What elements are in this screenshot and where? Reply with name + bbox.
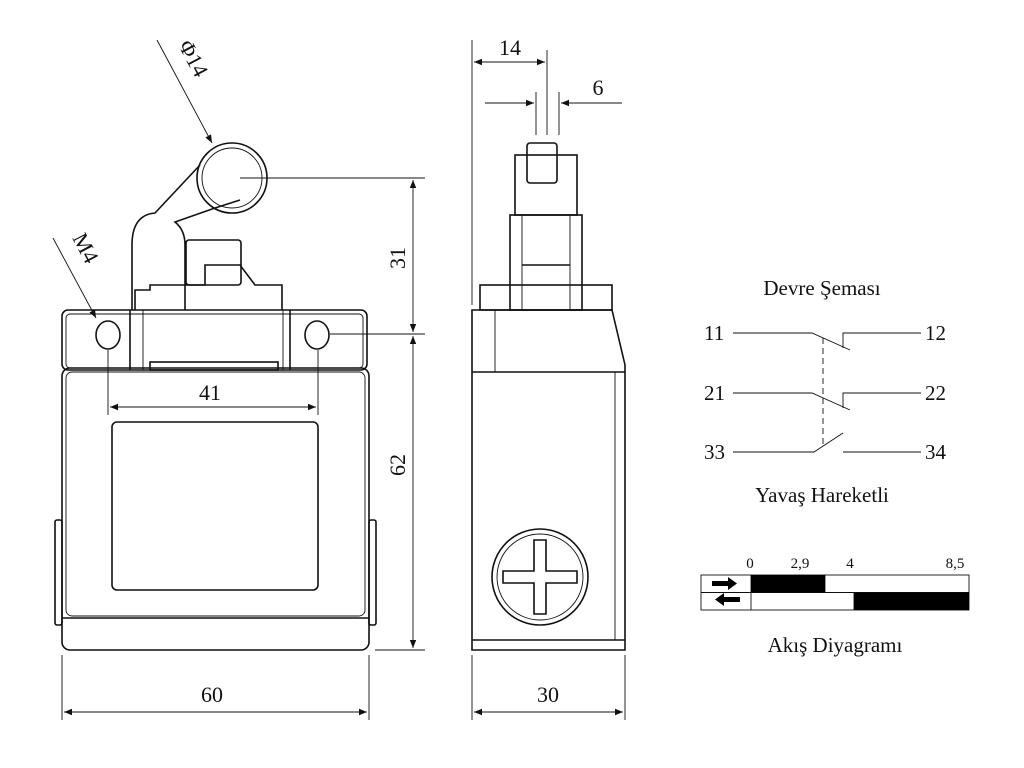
side-head bbox=[479, 284, 613, 311]
screw-cross-icon bbox=[502, 539, 578, 615]
cable-gland bbox=[491, 528, 589, 626]
dim-depth: 30 bbox=[537, 682, 559, 707]
dim-roller-width: 6 bbox=[593, 75, 604, 100]
nc-contact-2 bbox=[733, 392, 921, 411]
side-view: 14 6 30 bbox=[471, 35, 626, 720]
flow-title: Akış Diyagramı bbox=[768, 633, 903, 657]
nc-contact-1 bbox=[733, 332, 921, 351]
side-stem bbox=[509, 214, 583, 311]
return-closed-bar bbox=[853, 592, 969, 610]
dim-hole-spacing: 41 bbox=[199, 380, 221, 405]
thread-label: M4 bbox=[68, 229, 104, 268]
cover-window bbox=[111, 421, 319, 591]
dim-body-height: 62 bbox=[385, 454, 410, 476]
lever-arm bbox=[131, 164, 201, 310]
side-tab-right bbox=[368, 519, 377, 626]
terminal-33: 33 bbox=[704, 440, 725, 464]
tick-0: 0 bbox=[746, 556, 754, 572]
roller-diameter-label: Φ14 bbox=[174, 36, 214, 81]
dim-lever-height: 31 bbox=[385, 247, 410, 269]
side-roller bbox=[526, 142, 558, 184]
tick-8-5: 8,5 bbox=[946, 556, 965, 572]
arrow-right-icon bbox=[712, 577, 737, 590]
actuator-head bbox=[134, 264, 283, 310]
front-view: 41 60 31 62 Φ14 M4 bbox=[52, 36, 425, 720]
circuit-title: Devre Şeması bbox=[763, 276, 880, 300]
circuit-caption: Yavaş Hareketli bbox=[755, 483, 889, 507]
terminal-22: 22 bbox=[925, 381, 946, 405]
terminal-11: 11 bbox=[704, 321, 724, 345]
switch-body bbox=[61, 367, 370, 651]
tick-4: 4 bbox=[846, 556, 854, 572]
plunger bbox=[185, 239, 242, 286]
circuit-diagram: Devre Şeması 11 12 21 22 33 34 Yavaş Har… bbox=[704, 276, 947, 507]
flow-diagram: 0 2,9 4 8,5 Akış Diyagramı bbox=[700, 556, 970, 657]
mounting-hole-right bbox=[304, 320, 330, 350]
forward-closed-bar bbox=[751, 575, 826, 593]
terminal-34: 34 bbox=[925, 440, 947, 464]
dim-width: 60 bbox=[201, 682, 223, 707]
side-fork bbox=[514, 154, 578, 216]
no-contact bbox=[733, 432, 921, 453]
side-tab-left bbox=[54, 519, 63, 626]
arrow-left-icon bbox=[715, 593, 740, 606]
mounting-hole-left bbox=[95, 320, 121, 350]
terminal-12: 12 bbox=[925, 321, 946, 345]
dim-offset: 14 bbox=[499, 35, 521, 60]
terminal-21: 21 bbox=[704, 381, 725, 405]
tick-2-9: 2,9 bbox=[791, 556, 810, 572]
